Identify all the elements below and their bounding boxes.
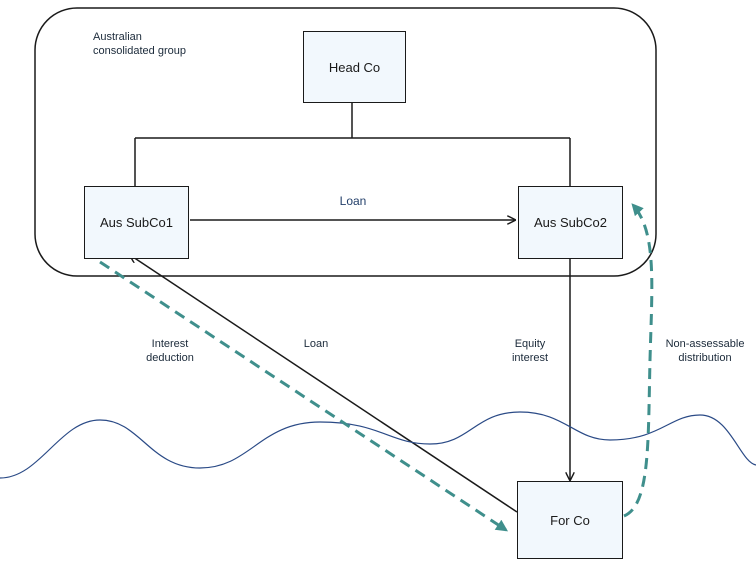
aus-subco1-label: Aus SubCo1: [100, 215, 173, 230]
nonassessable-distribution-dashed-arrow: [623, 203, 654, 518]
interest-label-line2: deduction: [146, 352, 194, 364]
aus-subco1-box: Aus SubCo1: [84, 186, 189, 259]
interest-deduction-label: Interest deduction: [138, 337, 202, 365]
interest-deduction-dashed-arrow: [99, 260, 509, 532]
nonassess-label-line2: distribution: [678, 352, 732, 364]
loan-diagonal-label: Loan: [303, 338, 329, 350]
aus-subco2-box: Aus SubCo2: [518, 186, 623, 259]
nonassess-label-line1: Non-assessable: [665, 338, 745, 350]
consolidated-group-boundary: [34, 7, 657, 277]
equity-interest-label: Equity interest: [505, 337, 555, 365]
loan-arrow-forco-to-sub1: [130, 255, 518, 513]
aus-subco2-label: Aus SubCo2: [534, 215, 607, 230]
group-label-line1: Australian: [93, 31, 142, 43]
border-wave: [0, 411, 756, 479]
for-co-label: For Co: [550, 512, 590, 528]
head-co-label: Head Co: [328, 59, 381, 75]
loan-top-label: Loan: [339, 194, 367, 208]
head-co-box: Head Co: [303, 31, 406, 103]
group-label-line2: consolidated group: [93, 45, 186, 57]
non-assessable-distribution-label: Non-assessable distribution: [658, 337, 752, 365]
interest-label-line1: Interest: [151, 338, 189, 350]
for-co-box: For Co: [517, 481, 623, 559]
equity-label-line2: interest: [511, 352, 549, 364]
group-label: Australian consolidated group: [93, 30, 213, 58]
equity-label-line1: Equity: [514, 338, 546, 350]
